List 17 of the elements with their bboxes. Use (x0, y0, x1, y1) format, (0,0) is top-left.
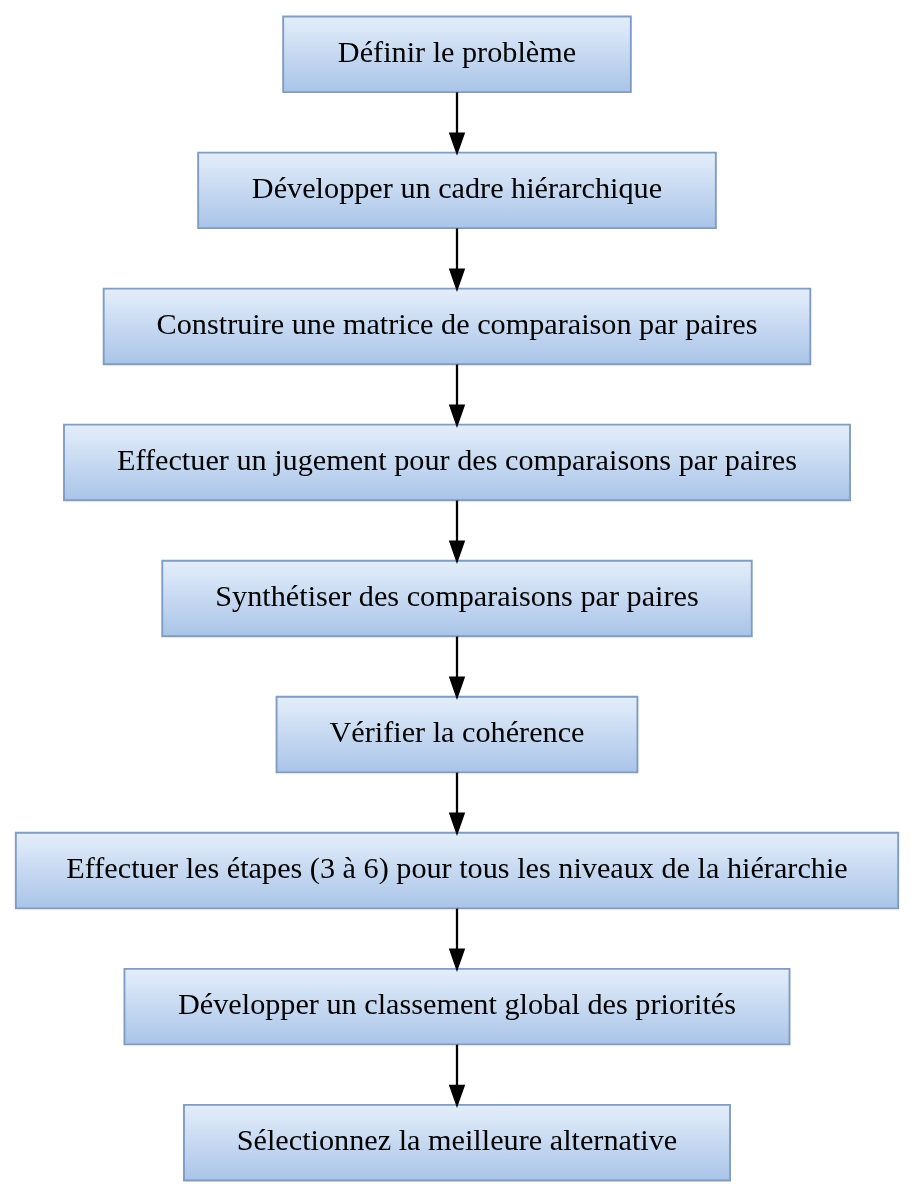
node-box: Développer un classement global des priorités (123, 967, 791, 1046)
arrow (448, 500, 466, 564)
arrow (448, 228, 466, 292)
arrow (448, 364, 466, 428)
node-box: Construire une matrice de comparaison par paires (102, 287, 812, 366)
node-box: Développer un cadre hiérarchique (197, 151, 717, 230)
node-box: Effectuer les étapes (3 à 6) pour tous les niveaux de la hiérarchie (14, 831, 900, 910)
node-box: Synthétiser des comparaisons par paires (161, 559, 753, 638)
node-box: Sélectionnez la meilleure alternative (183, 1103, 731, 1182)
node-box: Vérifier la cohérence (275, 695, 639, 774)
node-box: Définir le problème (282, 15, 632, 94)
node-box: Effectuer un jugement pour des comparaisons par paires (63, 423, 851, 502)
arrow (448, 92, 466, 156)
arrow (448, 908, 466, 973)
arrow (448, 636, 466, 700)
arrow (448, 772, 466, 837)
arrow (448, 1044, 466, 1109)
